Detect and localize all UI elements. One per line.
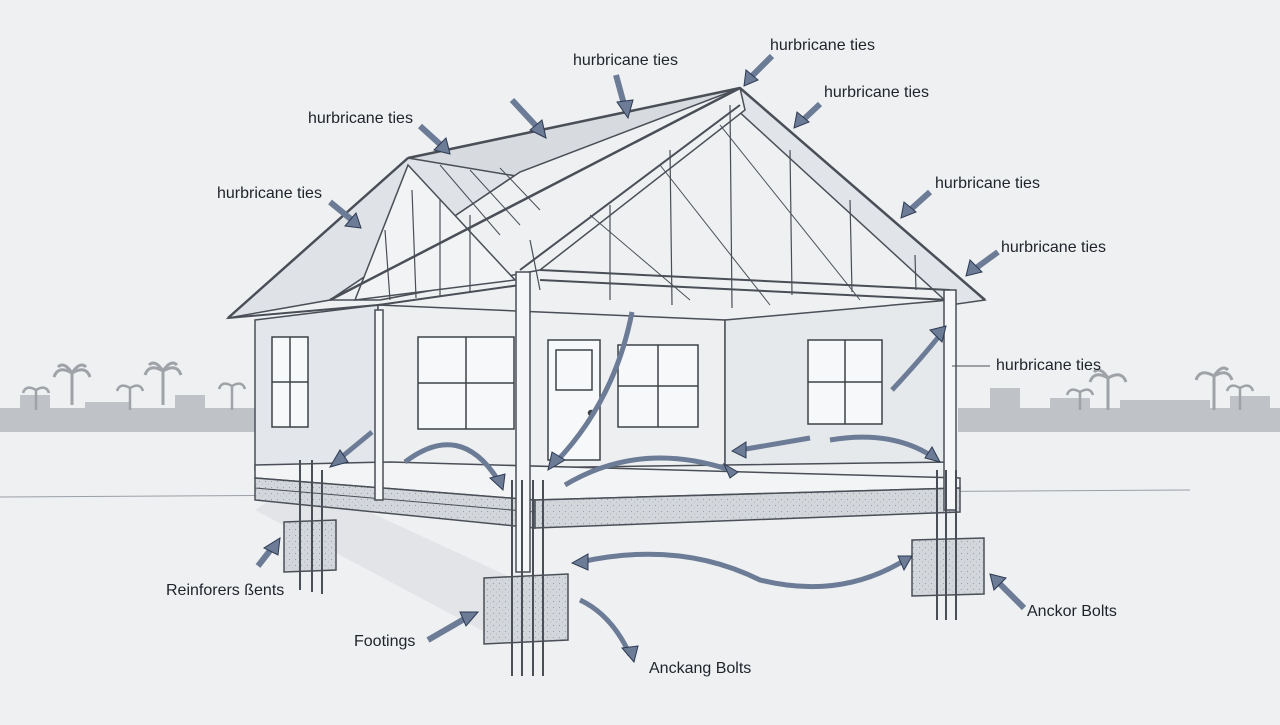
label-footings: Footings [354, 633, 416, 650]
label-hurricane-ties-7: hurbricane ties [1001, 239, 1106, 256]
callout-arrow-ht-7 [900, 189, 933, 219]
callout-arrow-footings [426, 611, 480, 643]
foundation-slab [254, 461, 961, 529]
load-arrow-8 [579, 551, 907, 590]
load-arrow-6 [829, 434, 932, 458]
label-hurricane-ties-1: hurbricane ties [573, 52, 678, 69]
callout-arrow-ht-3 [743, 53, 775, 87]
callout-arrows [255, 53, 1027, 643]
window-back-right [617, 344, 699, 428]
porch-posts [374, 271, 957, 573]
callout-arrow-ht-4 [793, 101, 823, 129]
background-skyline [0, 388, 1280, 432]
callout-arrow-ht-8 [965, 249, 1000, 277]
label-hurricane-ties-4: hurbricane ties [308, 110, 413, 127]
window-right [807, 339, 883, 425]
label-hurricane-ties-5: hurbricane ties [217, 185, 322, 202]
window-left [271, 336, 309, 428]
label-reinforcements: Reinforers ßents [166, 582, 285, 599]
label-hurricane-ties-2: hurbricane ties [770, 37, 875, 54]
callout-arrow-ht-2 [509, 97, 547, 139]
load-arrow-7 [890, 333, 942, 392]
callout-arrow-ht-1 [613, 74, 634, 120]
load-arrow-4 [563, 455, 731, 488]
label-hurricane-ties-3: hurbricane ties [824, 84, 929, 101]
footing-center [483, 480, 569, 676]
callout-arrow-reinforcements [255, 537, 281, 568]
load-arrow-3 [554, 311, 635, 464]
footing-left [283, 460, 337, 594]
label-hurricane-ties-6: hurbricane ties [935, 175, 1040, 192]
callout-arrow-ht-5 [417, 123, 451, 155]
load-arrow-5 [739, 435, 811, 453]
roof-framing [225, 86, 987, 320]
callout-arrow-ht-6 [328, 199, 362, 229]
palm-trees [21, 361, 1255, 410]
load-arrow-2 [403, 442, 501, 482]
callout-arrow-anchor-right [989, 573, 1027, 611]
label-hurricane-ties-8: hurbricane ties [996, 357, 1101, 374]
load-arrowheads [328, 325, 947, 664]
footing-right [911, 470, 985, 620]
label-anchor-bolts-right: Anckor Bolts [1027, 603, 1117, 620]
label-anchor-bolts-bottom: Anckang Bolts [649, 660, 752, 677]
window-back-left [417, 336, 515, 430]
